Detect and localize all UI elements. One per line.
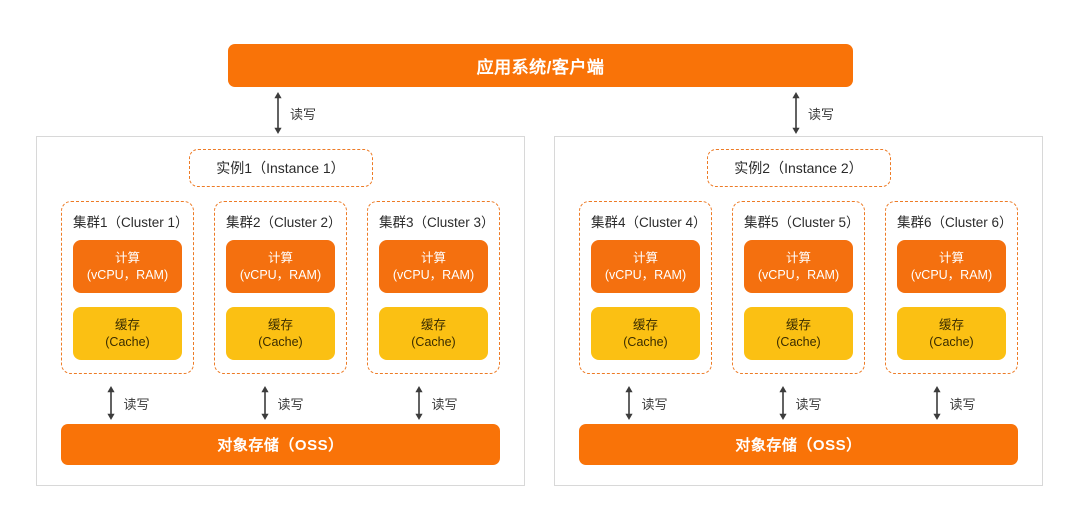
rw-arrow-cluster-2-storage: 读写 bbox=[215, 386, 348, 420]
compute-node-2[interactable]: 计算 (vCPU，RAM) bbox=[226, 240, 335, 293]
cache-node-4-detail: (Cache) bbox=[623, 334, 668, 349]
cache-node-3-title: 缓存 bbox=[420, 317, 446, 332]
cache-node-6-title: 缓存 bbox=[938, 317, 964, 332]
cache-node-4-title: 缓存 bbox=[632, 317, 658, 332]
double-arrow-icon bbox=[107, 386, 116, 420]
cache-node-5-title: 缓存 bbox=[785, 317, 811, 332]
cluster-title-4: 集群4（Cluster 4） bbox=[591, 215, 707, 230]
cluster-box-1[interactable]: 集群1（Cluster 1） 计算 (vCPU，RAM) 缓存 (Cache) bbox=[61, 201, 194, 374]
compute-node-4[interactable]: 计算 (vCPU，RAM) bbox=[591, 240, 700, 293]
cluster-title-3: 集群3（Cluster 3） bbox=[379, 215, 495, 230]
rw-arrow-cluster-5-storage: 读写 bbox=[733, 386, 866, 420]
object-storage-bar-1: 对象存储（OSS） bbox=[61, 424, 500, 465]
compute-node-3-detail: (vCPU，RAM) bbox=[392, 267, 475, 282]
compute-node-6-title: 计算 bbox=[938, 250, 964, 265]
cluster-box-2[interactable]: 集群2（Cluster 2） 计算 (vCPU，RAM) 缓存 (Cache) bbox=[214, 201, 347, 374]
cache-node-2-detail: (Cache) bbox=[258, 334, 303, 349]
rw-arrow-cluster-4-storage: 读写 bbox=[579, 386, 712, 420]
rw-arrow-cluster-6-storage: 读写 bbox=[887, 386, 1020, 420]
rw-label-cluster-6-storage: 读写 bbox=[949, 396, 976, 412]
compute-node-5-detail: (vCPU，RAM) bbox=[757, 267, 840, 282]
double-arrow-icon bbox=[792, 92, 800, 134]
object-storage-label-1: 对象存储（OSS） bbox=[217, 437, 344, 454]
double-arrow-icon bbox=[274, 92, 282, 134]
instance-label-1: 实例1（Instance 1） bbox=[188, 149, 373, 187]
cache-node-3-detail: (Cache) bbox=[411, 334, 456, 349]
compute-node-2-detail: (vCPU，RAM) bbox=[239, 267, 322, 282]
cache-node-3[interactable]: 缓存 (Cache) bbox=[379, 307, 488, 360]
cache-node-2[interactable]: 缓存 (Cache) bbox=[226, 307, 335, 360]
cluster-title-5: 集群5（Cluster 5） bbox=[744, 215, 860, 230]
compute-node-1-detail: (vCPU，RAM) bbox=[86, 267, 169, 282]
compute-node-1[interactable]: 计算 (vCPU，RAM) bbox=[73, 240, 182, 293]
compute-node-2-title: 计算 bbox=[267, 250, 293, 265]
instance-panel-2: 实例2（Instance 2） 集群4（Cluster 4） 计算 (vCPU，… bbox=[554, 136, 1043, 486]
compute-node-5[interactable]: 计算 (vCPU，RAM) bbox=[744, 240, 853, 293]
rw-label-cluster-3-storage: 读写 bbox=[431, 396, 458, 412]
rw-label-cluster-4-storage: 读写 bbox=[641, 396, 668, 412]
cluster-box-6[interactable]: 集群6（Cluster 6） 计算 (vCPU，RAM) 缓存 (Cache) bbox=[885, 201, 1018, 374]
cluster-storage-arrows-1: 读写 读写 bbox=[61, 386, 500, 424]
compute-node-6[interactable]: 计算 (vCPU，RAM) bbox=[897, 240, 1006, 293]
app-system-client-label: 应用系统/客户端 bbox=[476, 58, 605, 77]
double-arrow-icon bbox=[933, 386, 942, 420]
instance-panel-1: 实例1（Instance 1） 集群1（Cluster 1） 计算 (vCPU，… bbox=[36, 136, 525, 486]
compute-node-3[interactable]: 计算 (vCPU，RAM) bbox=[379, 240, 488, 293]
compute-node-4-title: 计算 bbox=[632, 250, 658, 265]
cluster-box-4[interactable]: 集群4（Cluster 4） 计算 (vCPU，RAM) 缓存 (Cache) bbox=[579, 201, 712, 374]
double-arrow-icon bbox=[779, 386, 788, 420]
rw-arrow-banner-instance-1: 读写 bbox=[272, 92, 316, 134]
compute-node-6-detail: (vCPU，RAM) bbox=[910, 267, 993, 282]
cache-node-5[interactable]: 缓存 (Cache) bbox=[744, 307, 853, 360]
cache-node-4[interactable]: 缓存 (Cache) bbox=[591, 307, 700, 360]
cache-node-1-detail: (Cache) bbox=[105, 334, 150, 349]
object-storage-label-2: 对象存储（OSS） bbox=[735, 437, 862, 454]
cluster-box-5[interactable]: 集群5（Cluster 5） 计算 (vCPU，RAM) 缓存 (Cache) bbox=[732, 201, 865, 374]
instance-label-1-text: 实例1（Instance 1） bbox=[216, 160, 345, 176]
rw-arrow-cluster-3-storage: 读写 bbox=[369, 386, 502, 420]
double-arrow-icon bbox=[415, 386, 424, 420]
cluster-row-1: 集群1（Cluster 1） 计算 (vCPU，RAM) 缓存 (Cache) … bbox=[61, 201, 500, 374]
rw-label-cluster-5-storage: 读写 bbox=[795, 396, 822, 412]
cluster-row-2: 集群4（Cluster 4） 计算 (vCPU，RAM) 缓存 (Cache) … bbox=[579, 201, 1018, 374]
cluster-box-3[interactable]: 集群3（Cluster 3） 计算 (vCPU，RAM) 缓存 (Cache) bbox=[367, 201, 500, 374]
cache-node-1-title: 缓存 bbox=[114, 317, 140, 332]
cluster-title-2: 集群2（Cluster 2） bbox=[226, 215, 342, 230]
rw-label-cluster-2-storage: 读写 bbox=[277, 396, 304, 412]
rw-arrow-banner-instance-2: 读写 bbox=[790, 92, 834, 134]
rw-label-banner-instance-2: 读写 bbox=[808, 106, 835, 122]
app-system-client-banner: 应用系统/客户端 bbox=[228, 44, 853, 87]
compute-node-5-title: 计算 bbox=[785, 250, 811, 265]
object-storage-bar-2: 对象存储（OSS） bbox=[579, 424, 1018, 465]
cache-node-6-detail: (Cache) bbox=[929, 334, 974, 349]
compute-node-4-detail: (vCPU，RAM) bbox=[604, 267, 687, 282]
double-arrow-icon bbox=[261, 386, 270, 420]
double-arrow-icon bbox=[625, 386, 634, 420]
rw-label-cluster-1-storage: 读写 bbox=[123, 396, 150, 412]
cluster-title-1: 集群1（Cluster 1） bbox=[73, 215, 189, 230]
cache-node-6[interactable]: 缓存 (Cache) bbox=[897, 307, 1006, 360]
instance-label-2: 实例2（Instance 2） bbox=[706, 149, 891, 187]
cluster-storage-arrows-2: 读写 读写 bbox=[579, 386, 1018, 424]
compute-node-1-title: 计算 bbox=[114, 250, 140, 265]
cache-node-1[interactable]: 缓存 (Cache) bbox=[73, 307, 182, 360]
compute-node-3-title: 计算 bbox=[420, 250, 446, 265]
cluster-title-6: 集群6（Cluster 6） bbox=[897, 215, 1013, 230]
cache-node-2-title: 缓存 bbox=[267, 317, 293, 332]
rw-label-banner-instance-1: 读写 bbox=[290, 106, 317, 122]
instance-label-2-text: 实例2（Instance 2） bbox=[734, 160, 863, 176]
rw-arrow-cluster-1-storage: 读写 bbox=[61, 386, 194, 420]
cache-node-5-detail: (Cache) bbox=[776, 334, 821, 349]
